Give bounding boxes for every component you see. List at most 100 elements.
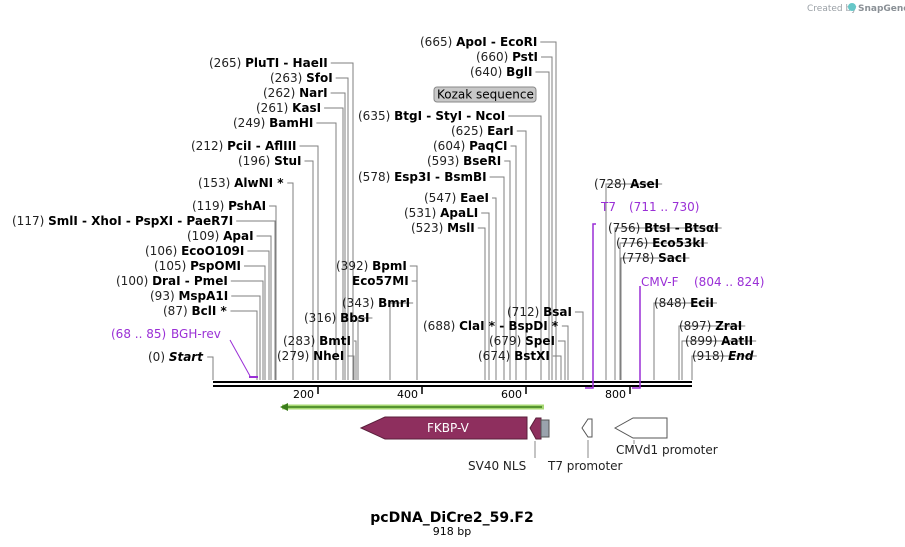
restriction-site[interactable]: (343) BmrI <box>342 296 410 310</box>
restriction-site[interactable]: (679) SpeI <box>489 334 555 348</box>
site-enzyme-name: Esp3I <box>394 170 431 184</box>
site-leader <box>353 340 357 380</box>
restriction-site[interactable]: (778) SacI <box>622 251 686 265</box>
site-leader <box>504 160 511 380</box>
restriction-site[interactable]: (153) AlwNI * <box>198 176 284 190</box>
restriction-site[interactable]: (119) PshAI <box>192 199 266 213</box>
restriction-site[interactable]: (265) PluTI - HaeII <box>209 56 328 70</box>
site-label-row: (212) PciI - AflIII <box>191 139 297 153</box>
cmvd1-promoter-arrow <box>613 417 668 439</box>
snapgene-logo-icon <box>848 3 856 11</box>
restriction-site[interactable]: (665) ApoI - EcoRI <box>420 35 537 49</box>
site-enzyme-name: BsmBI <box>444 170 486 184</box>
site-enzyme-name: NcoI <box>475 109 505 123</box>
site-leader <box>409 265 418 380</box>
site-position: (265) <box>209 56 245 70</box>
restriction-site[interactable]: (776) Eco53kI <box>616 236 705 250</box>
site-separator: - <box>671 221 684 235</box>
site-enzyme-name: EaeI <box>460 191 489 205</box>
site-position: (918) <box>692 349 728 363</box>
restriction-site[interactable]: (531) ApaLI <box>404 206 478 220</box>
site-leader <box>236 220 276 380</box>
restriction-site[interactable]: (547) EaeI <box>424 191 489 205</box>
site-enzyme-name: BglI <box>506 65 532 79</box>
restriction-site[interactable]: (756) BtsI - BtsαI <box>608 221 719 235</box>
site-label-row: (153) AlwNI * <box>198 176 284 190</box>
site-position: (87) <box>163 304 191 318</box>
restriction-site[interactable]: Eco57MI <box>352 274 409 288</box>
restriction-site[interactable]: (212) PciI - AflIII <box>191 139 297 153</box>
kozak-sequence-label[interactable]: Kozak sequence <box>433 86 537 103</box>
restriction-site[interactable]: (87) BclI * <box>163 304 227 318</box>
site-position: (635) <box>358 109 394 123</box>
site-position: (106) <box>145 244 181 258</box>
restriction-site[interactable]: (105) PspOMI <box>154 259 241 273</box>
site-label-row: (635) BtgI - StyI - NcoI <box>358 109 505 123</box>
restriction-site[interactable]: (640) BglI <box>470 65 532 79</box>
restriction-site[interactable]: (283) BmtI <box>283 334 351 348</box>
restriction-site[interactable]: (109) ApaI <box>187 229 254 243</box>
site-enzyme-name: BmtI <box>319 334 351 348</box>
restriction-site[interactable]: (712) BsaI <box>507 305 572 319</box>
site-position: (261) <box>256 101 292 115</box>
feature-t7-promoter[interactable]: T7 promoter <box>547 418 623 473</box>
primer-bgh-rev[interactable]: (68 .. 85) BGH-rev <box>111 327 258 378</box>
restriction-site[interactable]: (117) SmlI - XhoI - PspXI - PaeR7I <box>12 214 233 228</box>
restriction-site[interactable]: (279) NheI <box>277 349 344 363</box>
site-label-row: (523) MslI <box>411 221 475 235</box>
feature-cmvd1-promoter[interactable]: CMVd1 promoter <box>613 417 718 457</box>
orf-arrow[interactable] <box>280 403 544 411</box>
site-leader <box>347 355 355 380</box>
site-position: (776) <box>616 236 652 250</box>
fkbp-v-label: FKBP-V <box>427 421 470 435</box>
site-position: (212) <box>191 139 227 153</box>
site-leader <box>508 115 542 380</box>
restriction-site[interactable]: (0) Start <box>148 350 204 364</box>
restriction-site[interactable]: (728) AseI <box>594 177 659 191</box>
restriction-site[interactable]: (897) ZraI <box>679 319 742 333</box>
site-leader <box>256 235 272 380</box>
site-leader <box>269 205 277 380</box>
restriction-site[interactable]: (604) PaqCI <box>433 139 508 153</box>
t7-promoter-label: T7 promoter <box>547 459 623 473</box>
site-enzyme-name: PstI <box>512 50 538 64</box>
primer-t7[interactable]: T7 (711 .. 730) <box>585 200 699 389</box>
restriction-site[interactable]: (93) MspA1I <box>150 289 228 303</box>
site-enzyme-name: BmrI <box>378 296 410 310</box>
site-label-row: (196) StuI <box>238 154 301 168</box>
restriction-site[interactable]: (899) AatII <box>685 334 753 348</box>
site-leader <box>552 355 562 380</box>
restriction-site[interactable]: (106) EcoO109I <box>145 244 244 258</box>
restriction-site[interactable]: (674) BstXI <box>478 349 550 363</box>
site-position: (100) <box>116 274 152 288</box>
site-leader <box>299 145 319 380</box>
restriction-site[interactable]: (625) EarI <box>451 124 514 138</box>
restriction-site[interactable]: (688) ClaI * - BspDI * <box>423 319 559 333</box>
site-enzyme-name: MslI <box>447 221 475 235</box>
restriction-site[interactable]: (263) SfoI <box>270 71 333 85</box>
restriction-site[interactable]: (593) BseRI <box>427 154 501 168</box>
site-position: (392) <box>336 259 372 273</box>
restriction-site[interactable]: (660) PstI <box>476 50 538 64</box>
restriction-site[interactable]: (261) KasI <box>256 101 321 115</box>
site-enzyme-name: PaqCI <box>469 139 507 153</box>
site-leader <box>316 122 337 380</box>
restriction-site[interactable]: (918) End <box>692 349 754 363</box>
axis-tick-label: 800 <box>605 388 626 401</box>
restriction-site[interactable]: (848) EciI <box>654 296 714 310</box>
site-leader <box>230 310 258 380</box>
kozak-feature-box[interactable] <box>540 419 550 438</box>
primer-cmv-f[interactable]: CMV-F (804 .. 824) <box>632 275 764 389</box>
restriction-site[interactable]: (262) NarI <box>263 86 328 100</box>
restriction-site[interactable]: (196) StuI <box>238 154 301 168</box>
site-enzyme-name: BtsI <box>644 221 671 235</box>
restriction-site[interactable]: (316) BbsI <box>304 311 369 325</box>
restriction-site[interactable]: (392) BpmI <box>336 259 407 273</box>
restriction-site[interactable]: (100) DraI - PmeI <box>116 274 228 288</box>
feature-fkbp-v[interactable]: FKBP-V <box>359 416 528 440</box>
restriction-site[interactable]: (249) BamHI <box>233 116 313 130</box>
restriction-site[interactable]: (578) Esp3I - BsmBI <box>358 170 487 184</box>
restriction-site[interactable]: (523) MslI <box>411 221 475 235</box>
restriction-site[interactable]: (635) BtgI - StyI - NcoI <box>358 109 505 123</box>
site-separator: - <box>279 56 292 70</box>
